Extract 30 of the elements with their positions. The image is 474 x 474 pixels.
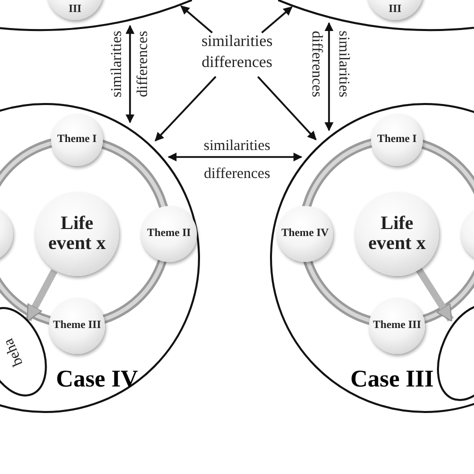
event-label: Life event x bbox=[47, 214, 107, 254]
theme-label: III bbox=[68, 4, 82, 16]
case-label: Case III bbox=[350, 366, 434, 394]
theme-label: Theme III bbox=[53, 320, 101, 332]
theme-label: Theme IV bbox=[281, 228, 329, 240]
theme-label: Theme I bbox=[56, 134, 98, 146]
ellipse-outline bbox=[0, 306, 48, 398]
theme-ball bbox=[371, 114, 423, 166]
arrow bbox=[154, 76, 216, 142]
theme-label: Theme II bbox=[146, 228, 192, 240]
double-arrow bbox=[324, 22, 334, 132]
arrow bbox=[180, 5, 213, 34]
arrow bbox=[261, 6, 292, 34]
theme-label: III bbox=[388, 4, 402, 16]
event-label: Life event x bbox=[367, 214, 427, 254]
comparison-label: similarities differences bbox=[201, 33, 273, 71]
theme-ball bbox=[141, 206, 197, 262]
arrow bbox=[416, 267, 454, 322]
theme-label: Theme I bbox=[376, 134, 418, 146]
theme-ball bbox=[51, 114, 103, 166]
ellipse-label: beha bbox=[0, 336, 28, 368]
case-label: Case IV bbox=[56, 366, 138, 394]
double-arrow bbox=[126, 24, 134, 124]
double-arrow bbox=[168, 152, 302, 162]
arrow bbox=[25, 269, 58, 322]
arrow bbox=[257, 76, 317, 140]
theme-ball bbox=[277, 206, 333, 262]
theme-label: Theme III bbox=[373, 320, 421, 332]
theme-ball bbox=[49, 298, 105, 354]
theme-ball bbox=[369, 298, 425, 354]
